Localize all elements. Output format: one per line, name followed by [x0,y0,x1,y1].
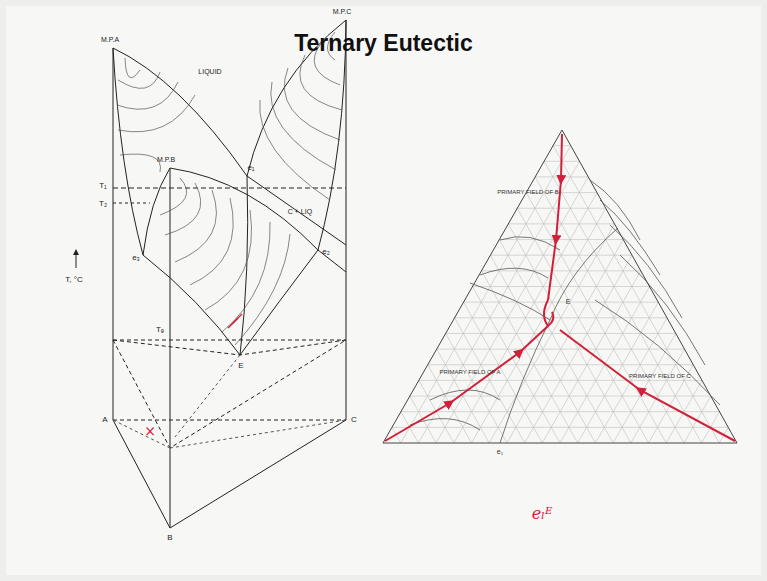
point-label: M.P.B [157,156,175,164]
grid-line [508,224,631,443]
grid-line [553,146,719,443]
grid-line [410,396,711,397]
grid-line [499,240,613,443]
grid-line [401,411,720,412]
grid-line [481,271,577,443]
grid-line [418,161,579,443]
temperature-label: Tₑ [156,326,164,335]
region-label: C + LIQ [288,208,312,216]
slide-title: Ternary Eutectic [0,30,767,57]
grid-line [481,270,640,271]
field-label: PRIMARY FIELD OF C [629,373,691,380]
grid-line [544,161,702,443]
vertex-label: C [351,416,357,425]
grid-line [401,146,571,443]
grid-line [419,380,702,381]
point-label: e₁ [247,164,254,173]
point-label: e₂ [322,248,330,257]
handwritten-mark: × [144,424,156,439]
grid-line [428,364,694,365]
grid-line [454,193,597,443]
grid-line [464,302,659,303]
grid-line [446,333,676,334]
point-label: M.P.C [333,8,352,16]
vertex-label: A [102,416,107,425]
grid-line [446,333,507,443]
point-label: E [566,298,571,306]
region-label: LIQUID [198,68,221,76]
grid-line [507,240,623,443]
grid-line [392,427,728,428]
field-label: PRIMARY FIELD OF B [497,189,558,196]
grid-line [472,208,606,443]
grid-line [489,224,614,443]
temperature-label: T₂ [99,200,107,209]
field-label: PRIMARY FIELD OF A [439,369,500,376]
axis-label: T, °C [65,276,82,285]
handwritten-note: eₗᴱ [532,505,553,523]
slide-ground [6,6,761,575]
vertex-label: B [167,534,172,543]
grid-line [542,271,640,443]
point-label: e₃ [132,254,140,263]
point-label: M.P.A [101,36,119,44]
point-label: e₁ [497,448,503,456]
point-label: E [238,362,243,371]
temperature-label: T₁ [99,182,107,191]
grid-line [437,349,685,350]
grid-line [613,333,676,443]
grid-line [517,208,606,209]
